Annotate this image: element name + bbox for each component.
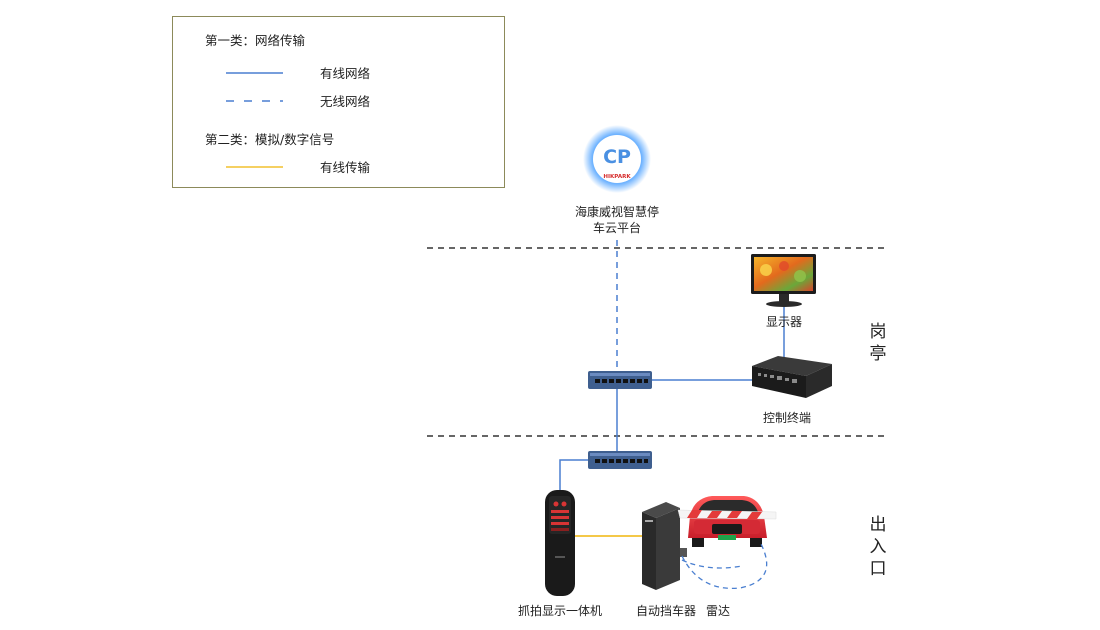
area-label-exit: 出 入 口 xyxy=(867,514,889,580)
area-label-booth: 岗 亭 xyxy=(867,321,889,365)
area-label-booth-char-2: 亭 xyxy=(869,344,887,364)
legend-category-1-title: 第一类：网络传输 xyxy=(205,33,306,48)
legend-category-2-title: 第二类：模拟/数字信号 xyxy=(205,132,335,147)
area-label-booth-char-1: 岗 xyxy=(869,322,887,342)
area-label-exit-char-1: 出 xyxy=(869,515,887,535)
legend-box xyxy=(172,16,505,188)
cloud-platform-label-line1: 海康威视智慧停 xyxy=(574,205,659,219)
legend-wired-network-label: 有线网络 xyxy=(320,66,371,81)
wired-link-switch-capture xyxy=(559,459,588,492)
legend-wired-transmission-label: 有线传输 xyxy=(320,160,371,175)
car-icon xyxy=(688,496,767,547)
control-terminal-label: 控制终端 xyxy=(762,411,811,425)
control-terminal-icon xyxy=(752,356,832,398)
legend-wireless-network-label: 无线网络 xyxy=(320,94,371,109)
exit-switch-icon xyxy=(588,451,652,469)
radar-detection-path-inner xyxy=(681,559,743,569)
capture-display-unit-icon xyxy=(545,490,575,596)
cloud-platform-icon: CP HIKPARK xyxy=(583,125,651,193)
radar-label: 雷达 xyxy=(705,604,730,618)
area-label-exit-char-2: 入 xyxy=(869,537,887,557)
barrier-arm-icon xyxy=(677,509,777,520)
monitor-label: 显示器 xyxy=(765,315,802,329)
area-label-exit-char-3: 口 xyxy=(869,559,887,579)
monitor-icon xyxy=(751,254,816,307)
cloud-logo-text: HIKPARK xyxy=(603,174,631,180)
cloud-platform-label-line2: 车云平台 xyxy=(592,221,641,235)
booth-switch-icon xyxy=(588,371,652,389)
capture-display-unit-label: 抓拍显示一体机 xyxy=(517,604,602,618)
radar-detection-path-outer xyxy=(681,541,768,590)
barrier-gate-icon xyxy=(642,502,687,590)
svg-text:CP: CP xyxy=(603,146,631,168)
barrier-gate-label: 自动挡车器 xyxy=(635,604,696,618)
